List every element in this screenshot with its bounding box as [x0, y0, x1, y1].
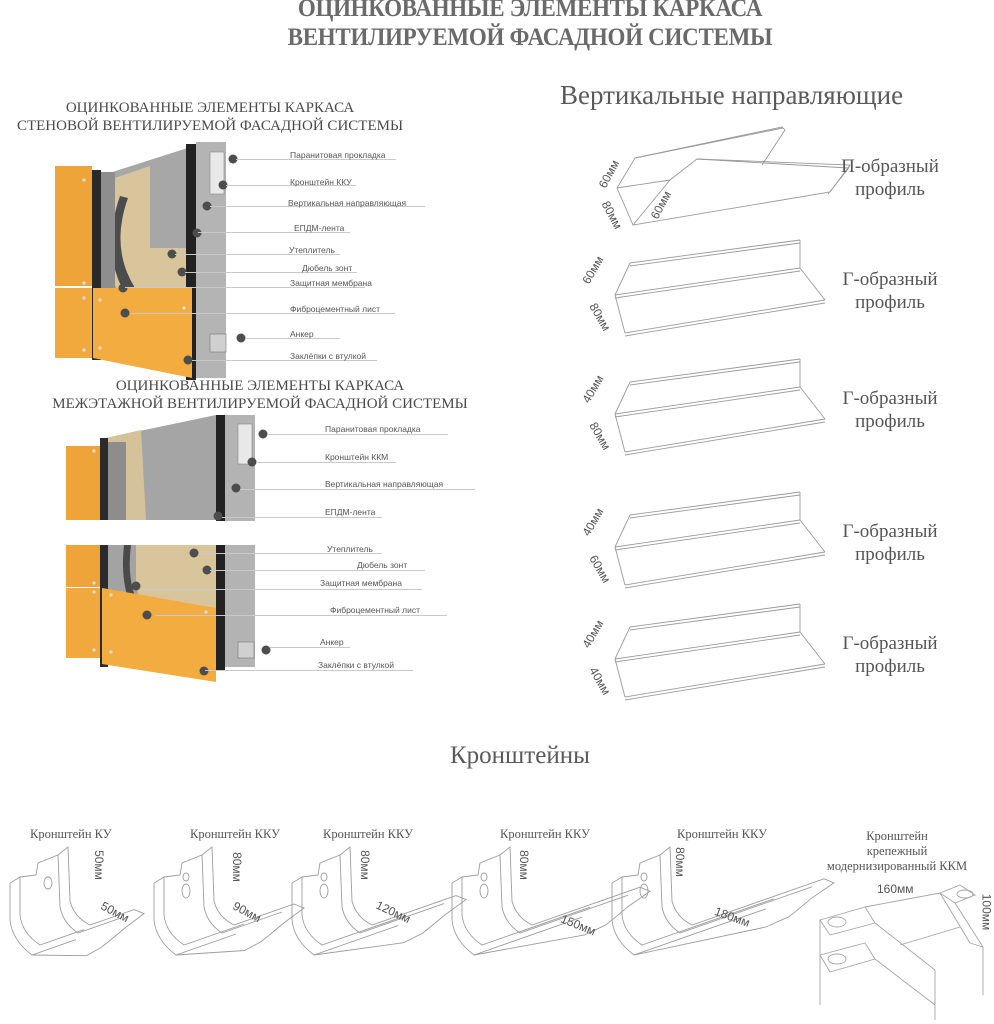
profile-2-name-line2: профиль	[855, 292, 925, 313]
wall-label-epdm-tape: ЕПДМ-лента	[294, 223, 345, 233]
main-title-line2: ВЕНТИЛИРУЕМОЙ ФАСАДНОЙ СИСТЕМЫ	[287, 24, 773, 51]
wall-label-umbrella-dowel: Дюбель зонт	[302, 263, 353, 273]
wall-label-anchor: Анкер	[290, 329, 314, 339]
wall-label-insulation: Утеплитель	[289, 245, 335, 255]
wall-label-rivets-with-sleeve: Заклёпки с втулкой	[290, 351, 367, 361]
profile-p-shape-drawing	[616, 126, 851, 226]
interfloor-system-title: ОЦИНКОВАННЫЕ ЭЛЕМЕНТЫ КАРКАСА МЕЖЭТАЖНОЙ…	[0, 377, 520, 413]
wall-label-kku-bracket: Кронштейн ККУ	[290, 177, 352, 187]
main-title: ОЦИНКОВАННЫЕ ЭЛЕМЕНТЫ КАРКАСА ВЕНТИЛИРУЕ…	[42, 0, 994, 52]
profile-2-g-shape-drawing	[614, 239, 826, 337]
interfloor-system-illustration	[66, 415, 271, 682]
profile-3-name-line2: профиль	[855, 411, 925, 432]
profile-5-name-line1: Г-образный	[842, 633, 938, 654]
bracket-3-drawing	[291, 846, 467, 956]
bracket-6-title-line1: Кронштейн	[866, 829, 928, 843]
bracket-1-height: 50мм	[91, 850, 106, 880]
cladding-panel-bottom-right	[93, 288, 192, 378]
cladding-panel-top-left	[55, 166, 92, 286]
bracket-1-title: Кронштейн КУ	[30, 827, 112, 841]
bracket-3-title: Кронштейн ККУ	[323, 827, 413, 841]
bracket-4-title: Кронштейн ККУ	[500, 827, 590, 841]
interfloor-label-paronite-gasket: Паранитовая прокладка	[325, 424, 421, 434]
bracket-3-height: 80мм	[357, 850, 372, 880]
wall-system-title-line1: ОЦИНКОВАННЫЕ ЭЛЕМЕНТЫ КАРКАСА	[65, 100, 355, 116]
profile-3-g-shape-drawing	[614, 358, 826, 456]
main-title-line1: ОЦИНКОВАННЫЕ ЭЛЕМЕНТЫ КАРКАСА	[297, 0, 763, 22]
profile-5-name-line2: профиль	[855, 656, 925, 677]
bracket-4-drawing	[451, 846, 651, 956]
bracket-5-title: Кронштейн ККУ	[677, 827, 767, 841]
interfloor-label-protective-membrane: Защитная мембрана	[320, 578, 402, 588]
interfloor-label-rivets-with-sleeve: Заклёпки с втулкой	[318, 660, 395, 670]
interfloor-label-epdm-tape: ЕПДМ-лента	[325, 507, 376, 517]
interfloor-label-insulation: Утеплитель	[327, 544, 373, 554]
profile-4-name-line2: профиль	[855, 544, 925, 565]
interfloor-callout-dots	[131, 429, 271, 676]
interfloor-label-anchor: Анкер	[320, 637, 344, 647]
bracket-kkm-drawing	[819, 884, 984, 1020]
profile-4-g-shape-drawing	[614, 491, 826, 589]
interfloor-label-fiber-cement-sheet: Фиброцементный лист	[330, 605, 420, 615]
cladding-panel-bottom-left	[55, 288, 92, 358]
bracket-5-drawing	[611, 846, 835, 956]
wall-system-title: ОЦИНКОВАННЫЕ ЭЛЕМЕНТЫ КАРКАСА СТЕНОВОЙ В…	[0, 99, 420, 135]
wall-system-title-line2: СТЕНОВОЙ ВЕНТИЛИРУЕМОЙ ФАСАДНОЙ СИСТЕМЫ	[16, 118, 404, 134]
bracket-6-title-line3: модернизированный ККМ	[826, 859, 968, 873]
vertical-guides-heading: Вертикальные направляющие	[560, 80, 904, 110]
bracket-6-title: Кронштейн крепежный модернизированный КК…	[822, 829, 972, 874]
bracket-6-length: 160мм	[877, 882, 914, 896]
bracket-4-height: 80мм	[516, 850, 531, 880]
interfloor-label-umbrella-dowel: Дюбель зонт	[357, 560, 408, 570]
wall-label-protective-membrane: Защитная мембрана	[290, 278, 372, 288]
guide-rail-right	[186, 144, 196, 380]
callout-dots	[118, 154, 246, 365]
interfloor-system-title-line2: МЕЖЭТАЖНОЙ ВЕНТИЛИРУЕМОЙ ФАСАДНОЙ СИСТЕМ…	[52, 396, 468, 412]
wall-label-paronite-gasket: Паранитовая прокладка	[290, 150, 386, 160]
bracket-6-title-line2: крепежный	[866, 844, 928, 858]
bracket-1-drawing	[9, 846, 145, 957]
profile-1-name-line1: П-образный	[841, 156, 939, 177]
interfloor-label-vertical-guide: Вертикальная направляющая	[325, 479, 444, 489]
profile-1-name-line2: профиль	[855, 179, 925, 200]
wall-label-fiber-cement-sheet: Фиброцементный лист	[290, 304, 380, 314]
wall-label-vertical-guide: Вертикальная направляющая	[288, 198, 407, 208]
bracket-5-height: 80мм	[672, 847, 687, 877]
bracket-2-title: Кронштейн ККУ	[190, 827, 280, 841]
interfloor-system-title-line1: ОЦИНКОВАННЫЕ ЭЛЕМЕНТЫ КАРКАСА	[115, 378, 405, 394]
anchor-bracket	[209, 333, 227, 353]
bracket-2-drawing	[153, 846, 305, 956]
profile-1-name: П-образный профиль	[825, 155, 955, 201]
profile-3-name-line1: Г-образный	[842, 388, 938, 409]
profile-5-g-shape-drawing	[614, 603, 826, 701]
profile-2-name-line1: Г-образный	[842, 269, 938, 290]
profile-4-name-line1: Г-образный	[842, 521, 938, 542]
wall-system-illustration	[55, 142, 246, 380]
bracket-2-height: 80мм	[229, 852, 244, 882]
guide-rail-left	[92, 170, 101, 360]
brackets-heading: Кронштейны	[450, 742, 590, 769]
membrane	[111, 196, 200, 316]
interfloor-label-kkm-bracket: Кронштейн ККМ	[325, 452, 389, 462]
